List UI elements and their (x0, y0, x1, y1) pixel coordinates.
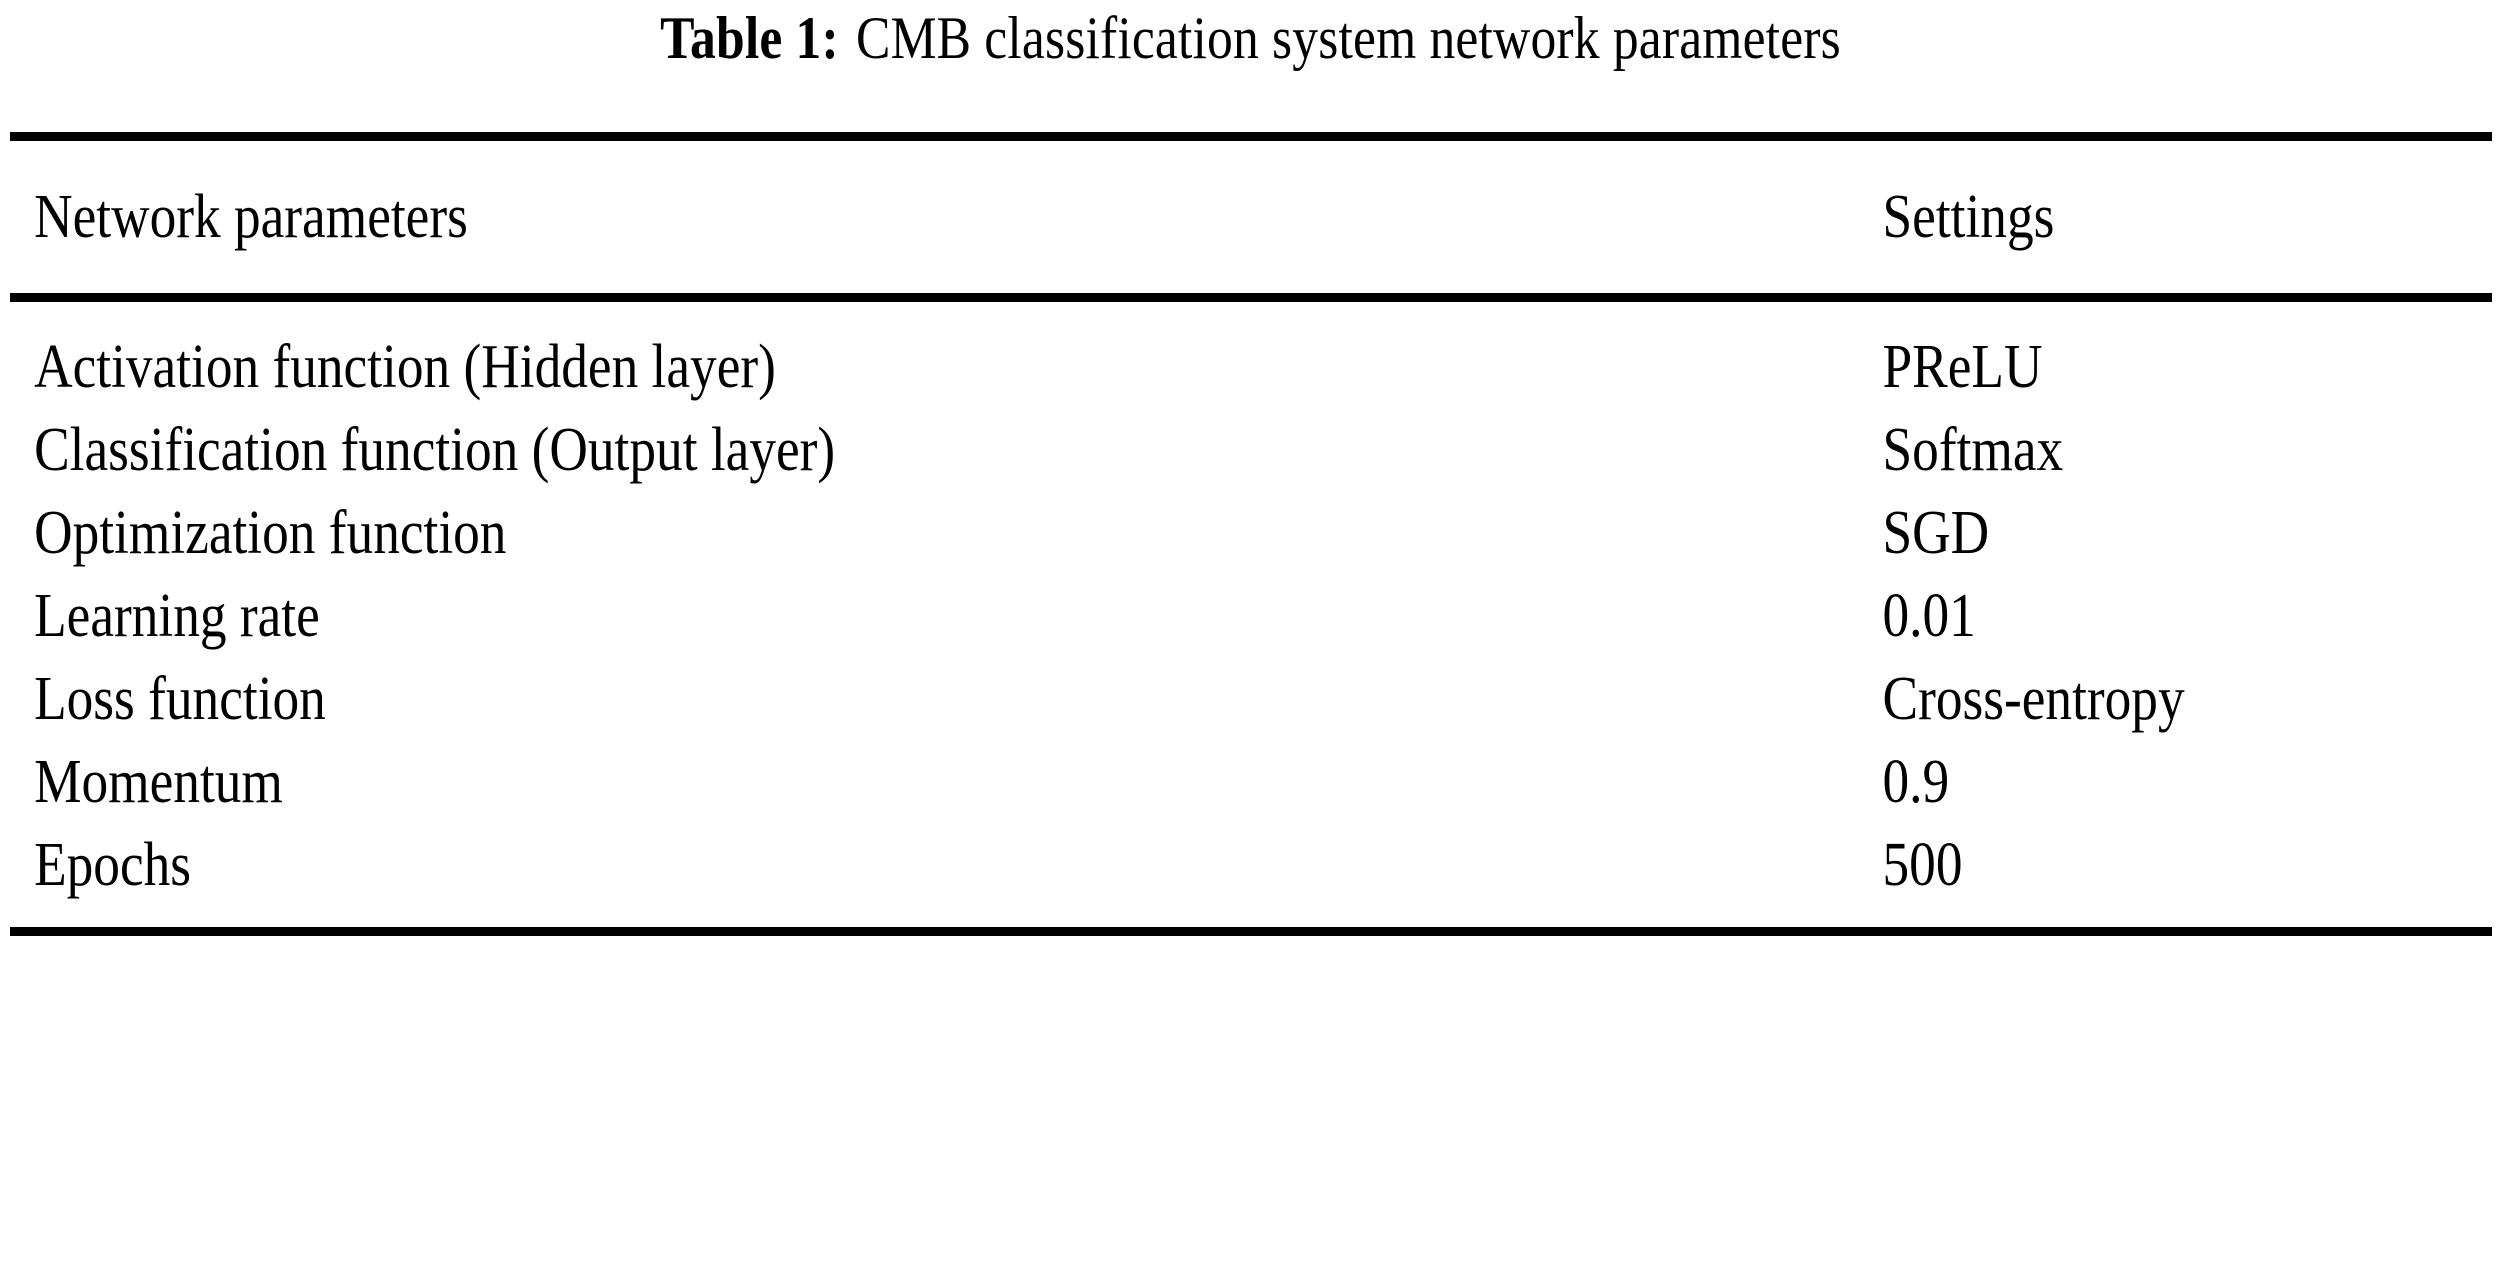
column-header-network-parameters: Network parameters (34, 183, 468, 251)
table-row: Optimization function SGD (10, 492, 2492, 575)
table-container: Network parameters Settings Activation f… (10, 132, 2492, 936)
table-row: Loss function Cross-entropy (10, 658, 2492, 741)
cell-parameter: Classification function (Output layer) (34, 416, 836, 484)
table-caption-label: Table 1: (660, 5, 839, 71)
cell-setting: 0.9 (1882, 748, 1950, 816)
cell-setting: 500 (1882, 831, 1963, 899)
column-header-settings: Settings (1882, 183, 2055, 251)
table-rule-middle (10, 293, 2492, 302)
cell-setting: SGD (1882, 499, 1990, 567)
table-row: Activation function (Hidden layer) PReLU (10, 302, 2492, 409)
parameters-table: Network parameters Settings (10, 141, 2492, 293)
cell-parameter: Learning rate (34, 582, 320, 650)
cell-parameter: Loss function (34, 665, 326, 733)
table-body: Activation function (Hidden layer) PReLU… (10, 302, 2492, 927)
table-caption: Table 1: CMB classification system netwo… (175, 0, 2326, 76)
cell-parameter: Epochs (34, 831, 192, 899)
cell-setting: Cross-entropy (1882, 665, 2185, 733)
cell-setting: PReLU (1882, 333, 2043, 401)
parameters-table-body: Activation function (Hidden layer) PReLU… (10, 302, 2492, 927)
table-rule-top (10, 132, 2492, 141)
table-head: Network parameters Settings (10, 141, 2492, 293)
table-row: Epochs 500 (10, 824, 2492, 927)
table-header-row: Network parameters Settings (10, 141, 2492, 293)
table-caption-text: CMB classification system network parame… (856, 5, 1841, 71)
cell-setting: 0.01 (1882, 582, 1976, 650)
cell-parameter: Optimization function (34, 499, 507, 567)
table-row: Classification function (Output layer) S… (10, 409, 2492, 492)
cell-setting: Softmax (1882, 416, 2064, 484)
table-rule-bottom (10, 927, 2492, 936)
cell-parameter: Momentum (34, 748, 283, 816)
table-row: Learning rate 0.01 (10, 575, 2492, 658)
table-row: Momentum 0.9 (10, 741, 2492, 824)
cell-parameter: Activation function (Hidden layer) (34, 333, 776, 401)
